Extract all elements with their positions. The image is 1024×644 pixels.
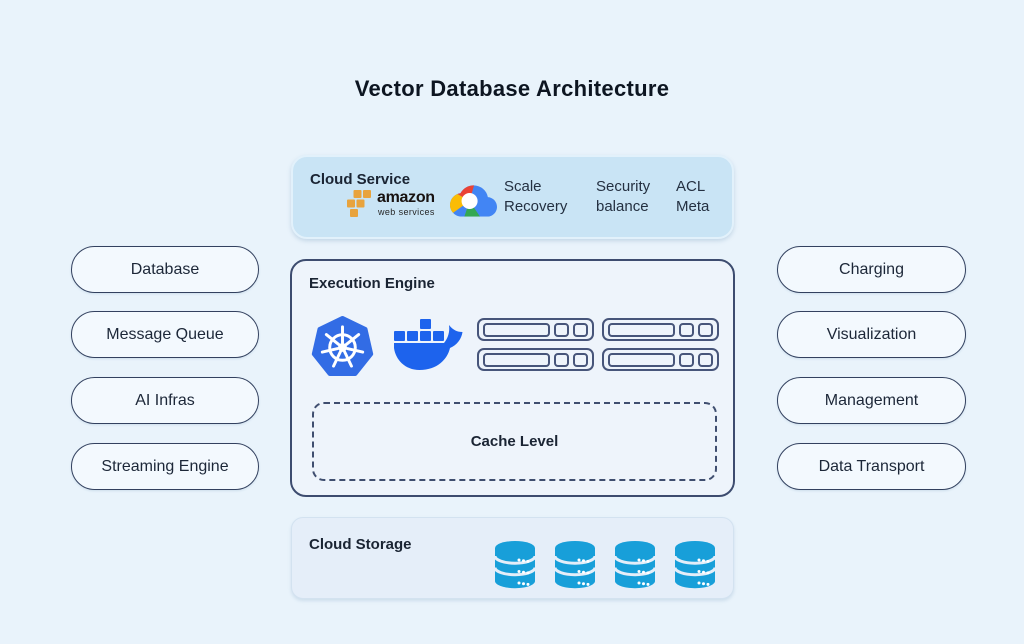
rack-cell: [554, 352, 569, 367]
feature-line: Recovery: [504, 198, 568, 216]
cloud-storage-panel: Cloud Storage: [291, 517, 734, 599]
node-streaming-engine: Streaming Engine: [71, 443, 259, 490]
page-title: Vector Database Architecture: [354, 76, 670, 101]
node-visualization: Visualization: [777, 311, 966, 358]
node-label: Streaming Engine: [101, 457, 229, 475]
google-cloud-icon: [450, 185, 497, 217]
database-cylinder-icon: [674, 541, 716, 589]
database-cylinder-icon: [614, 541, 656, 589]
kubernetes-icon: [311, 315, 374, 377]
server-rack-icon: [602, 318, 719, 341]
node-charging: Charging: [777, 246, 966, 293]
execution-engine-panel: Execution Engine: [290, 259, 735, 497]
feature-acl-meta: ACL Meta: [676, 177, 709, 218]
feature-line: Meta: [676, 198, 710, 216]
feature-line: balance: [596, 198, 649, 216]
node-label: Visualization: [826, 325, 917, 343]
node-label: Message Queue: [106, 325, 224, 343]
rack-slot: [483, 352, 550, 367]
server-rack-icon: [602, 348, 719, 371]
aws-wordmark: amazon web services: [377, 189, 435, 218]
docker-icon: [394, 319, 463, 370]
aws-sub: web services: [377, 207, 435, 217]
database-cylinder-icon: [494, 541, 536, 589]
node-label: Data Transport: [818, 457, 925, 475]
node-ai-infras: AI Infras: [71, 377, 259, 424]
rack-cell: [679, 322, 694, 337]
aws-cubes-icon: [347, 190, 371, 217]
feature-scale-recovery: Scale Recovery: [504, 177, 567, 218]
node-label: Database: [130, 260, 200, 278]
cloud-service-panel: Cloud Service amazon web services: [291, 155, 734, 239]
rack-cell: [698, 352, 713, 367]
feature-line: Scale: [504, 178, 542, 195]
feature-security-balance: Security balance: [596, 177, 650, 218]
rack-cell: [698, 322, 713, 337]
rack-slot: [608, 322, 675, 337]
cloud-service-label: Cloud Service: [310, 171, 411, 188]
rack-cell: [573, 352, 588, 367]
server-rack-icon: [477, 348, 594, 371]
execution-engine-label: Execution Engine: [309, 275, 435, 292]
aws-logo: amazon web services: [347, 190, 435, 217]
node-database: Database: [71, 246, 259, 293]
server-rack-icon: [477, 318, 594, 341]
node-data-transport: Data Transport: [777, 443, 966, 490]
storage-cylinder-row: [494, 540, 716, 592]
rack-cell: [554, 322, 569, 337]
node-management: Management: [777, 377, 966, 424]
cache-level-label: Cache Level: [470, 433, 559, 450]
cloud-storage-label: Cloud Storage: [309, 536, 412, 553]
rack-slot: [483, 322, 550, 337]
database-cylinder-icon: [554, 541, 596, 589]
feature-line: ACL: [676, 178, 706, 195]
node-label: Management: [824, 391, 919, 409]
node-message-queue: Message Queue: [71, 311, 259, 358]
server-rack-grid: [477, 318, 719, 371]
node-label: Charging: [839, 260, 904, 278]
rack-cell: [573, 322, 588, 337]
cache-level-box: Cache Level: [312, 402, 717, 481]
rack-cell: [679, 352, 694, 367]
node-label: AI Infras: [135, 391, 195, 409]
aws-name: amazon: [377, 189, 435, 206]
feature-line: Security: [596, 178, 651, 195]
rack-slot: [608, 352, 675, 367]
